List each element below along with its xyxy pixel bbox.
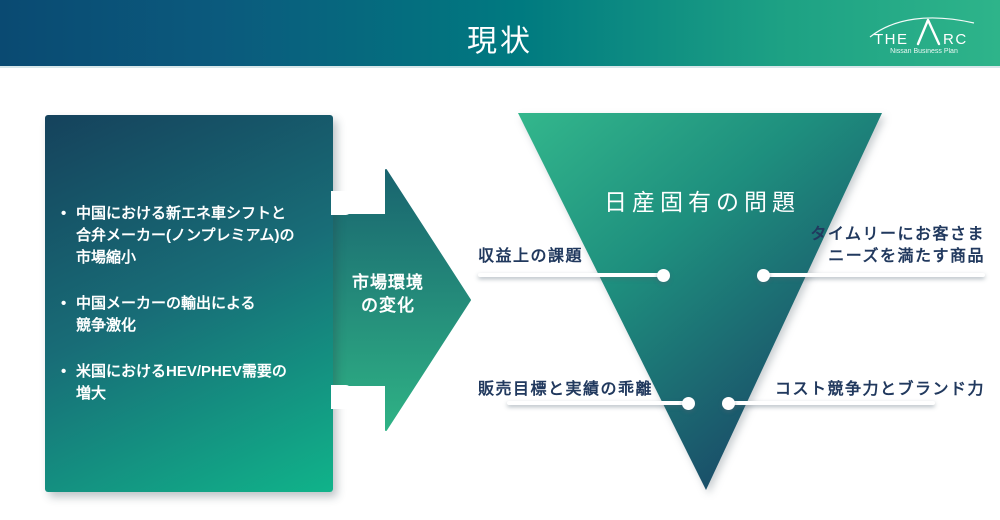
header-bar: 現状 THE RC Nissan Business Plan <box>0 0 1000 68</box>
callout-line <box>763 273 985 277</box>
callout-line <box>478 273 664 277</box>
market-factors-box: • 中国における新エネ車シフトと 合弁メーカー(ノンプレミアム)の 市場縮小 • 中… <box>45 115 333 492</box>
logo-word-rc: RC <box>943 31 968 48</box>
callout-dot <box>682 397 695 410</box>
arrow-corner-notch-bottom <box>331 385 351 409</box>
page-title: 現状 <box>467 25 533 58</box>
triangle-title: 日産固有の問題 <box>604 189 800 215</box>
bullet-text: 中国メーカーの輸出による 競争激化 <box>76 295 256 334</box>
callout-profitability-label: 収益上の課題 <box>478 248 584 265</box>
callout-dot <box>757 269 770 282</box>
market-factors-list: • 中国における新エネ車シフトと 合弁メーカー(ノンプレミアム)の 市場縮小 • 中… <box>59 203 317 405</box>
callout-dot <box>722 397 735 410</box>
list-item: • 米国におけるHEV/PHEV需要の 増大 <box>59 361 317 405</box>
logo-word-the: THE <box>874 31 909 48</box>
logo-subtitle: Nissan Business Plan <box>890 48 958 55</box>
nissan-problems-triangle <box>518 113 882 490</box>
arrow-label: 市場環境 の変化 <box>352 273 424 315</box>
the-arc-logo: THE RC Nissan Business Plan <box>866 12 978 56</box>
callout-dot <box>657 269 670 282</box>
callout-timely-products-label: タイムリーにお客さま ニーズを満たす商品 <box>810 226 985 265</box>
callout-line <box>507 401 689 405</box>
bullet-text: 米国におけるHEV/PHEV需要の 増大 <box>76 363 287 402</box>
list-item: • 中国メーカーの輸出による 競争激化 <box>59 293 317 337</box>
callout-sales-gap-label: 販売目標と実績の乖離 <box>478 381 654 398</box>
bullet-icon: • <box>61 205 67 222</box>
bullet-icon: • <box>61 295 67 312</box>
callout-cost-brand-label: コスト競争力とブランド力 <box>774 381 985 398</box>
bullet-icon: • <box>61 363 67 380</box>
callout-line <box>728 401 935 405</box>
bullet-text: 中国における新エネ車シフトと 合弁メーカー(ノンプレミアム)の 市場縮小 <box>76 205 295 266</box>
arrow-corner-notch-top <box>331 191 351 215</box>
the-arc-logo-icon: THE RC Nissan Business Plan <box>869 17 975 55</box>
list-item: • 中国における新エネ車シフトと 合弁メーカー(ノンプレミアム)の 市場縮小 <box>59 203 317 269</box>
